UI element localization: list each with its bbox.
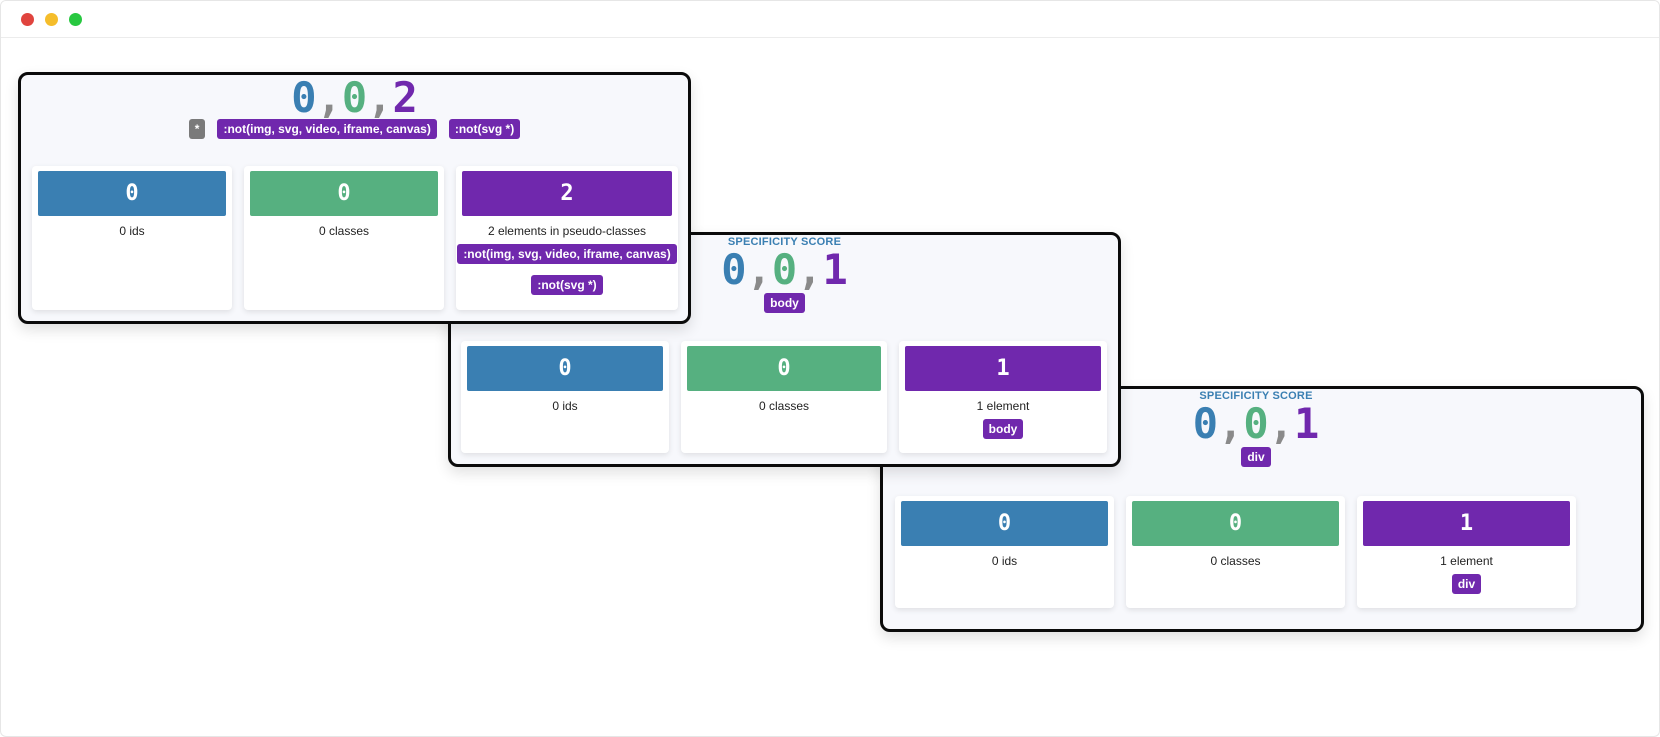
score-ids: 0 bbox=[1192, 399, 1219, 448]
specificity-panel-universal: 0,0,2 * :not(img, svg, video, iframe, ca… bbox=[18, 72, 691, 324]
score-ids: 0 bbox=[291, 73, 317, 122]
ids-description: 0 ids bbox=[119, 224, 145, 238]
elements-tags: body bbox=[905, 419, 1101, 439]
ids-count: 0 bbox=[467, 346, 663, 391]
element-tag-not-svg: :not(svg *) bbox=[531, 275, 603, 295]
score-elements: 1 bbox=[1293, 399, 1320, 448]
elements-count: 1 bbox=[1363, 501, 1570, 546]
elements-card: 1 1 element body bbox=[899, 341, 1107, 453]
close-window-button[interactable] bbox=[21, 13, 34, 26]
score-ids: 0 bbox=[721, 245, 747, 294]
classes-card: 0 0 classes bbox=[244, 166, 444, 310]
elements-count: 2 bbox=[462, 171, 672, 216]
window-titlebar bbox=[1, 1, 1659, 38]
selector-tag-not-svg: :not(svg *) bbox=[448, 119, 521, 139]
selector-parts: body bbox=[451, 293, 1118, 313]
specificity-score: 0,0,1 bbox=[1192, 399, 1320, 448]
classes-count: 0 bbox=[250, 171, 438, 216]
elements-card: 1 1 element div bbox=[1357, 496, 1576, 608]
selector-parts: * :not(img, svg, video, iframe, canvas) … bbox=[21, 119, 688, 139]
ids-count: 0 bbox=[901, 501, 1108, 546]
classes-card: 0 0 classes bbox=[1126, 496, 1345, 608]
minimize-window-button[interactable] bbox=[45, 13, 58, 26]
selector-tag-div: div bbox=[1241, 447, 1271, 467]
element-tag-div: div bbox=[1451, 574, 1482, 594]
selector-tag-universal: * bbox=[188, 119, 206, 139]
score-classes: 0 bbox=[771, 245, 798, 294]
elements-tags: :not(img, svg, video, iframe, canvas) :n… bbox=[457, 244, 677, 295]
specificity-panel-div: SPECIFICITY SCORE 0,0,1 div 0 0 ids 0 0 … bbox=[880, 386, 1644, 632]
classes-card: 0 0 classes bbox=[681, 341, 887, 453]
specificity-score-label: SPECIFICITY SCORE bbox=[727, 236, 842, 248]
ids-description: 0 ids bbox=[991, 554, 1018, 568]
elements-description: 2 elements in pseudo-classes bbox=[487, 224, 647, 238]
specificity-cards: 0 0 ids 0 0 classes 2 2 elements in pseu… bbox=[32, 166, 678, 310]
ids-description: 0 ids bbox=[552, 399, 578, 413]
element-tag-body: body bbox=[982, 419, 1024, 439]
ids-card: 0 0 ids bbox=[461, 341, 669, 453]
classes-count: 0 bbox=[687, 346, 881, 391]
elements-count: 1 bbox=[905, 346, 1101, 391]
specificity-cards: 0 0 ids 0 0 classes 1 1 element div bbox=[895, 496, 1576, 608]
elements-description: 1 element bbox=[976, 399, 1030, 413]
score-elements: 1 bbox=[822, 245, 848, 294]
classes-description: 0 classes bbox=[758, 399, 810, 413]
score-classes: 0 bbox=[341, 73, 368, 122]
specificity-score: 0,0,2 bbox=[291, 73, 418, 122]
ids-card: 0 0 ids bbox=[32, 166, 232, 310]
classes-description: 0 classes bbox=[1210, 554, 1261, 568]
elements-tags: div bbox=[1363, 574, 1570, 594]
element-tag-not-media: :not(img, svg, video, iframe, canvas) bbox=[457, 244, 677, 264]
elements-description: 1 element bbox=[1440, 554, 1493, 568]
selector-parts: div bbox=[877, 447, 1635, 467]
specificity-cards: 0 0 ids 0 0 classes 1 1 element body bbox=[461, 341, 1107, 453]
classes-count: 0 bbox=[1132, 501, 1339, 546]
score-elements: 2 bbox=[392, 73, 418, 122]
selector-tag-not-media: :not(img, svg, video, iframe, canvas) bbox=[217, 119, 437, 139]
maximize-window-button[interactable] bbox=[69, 13, 82, 26]
elements-card: 2 2 elements in pseudo-classes :not(img,… bbox=[456, 166, 678, 310]
specificity-score-label: SPECIFICITY SCORE bbox=[1199, 390, 1313, 402]
ids-card: 0 0 ids bbox=[895, 496, 1114, 608]
specificity-panel-body: SPECIFICITY SCORE 0,0,1 body 0 0 ids 0 0… bbox=[448, 232, 1121, 467]
score-classes: 0 bbox=[1243, 399, 1269, 448]
ids-count: 0 bbox=[38, 171, 226, 216]
selector-tag-body: body bbox=[764, 293, 805, 313]
classes-description: 0 classes bbox=[318, 224, 370, 238]
specificity-score: 0,0,1 bbox=[721, 245, 848, 294]
